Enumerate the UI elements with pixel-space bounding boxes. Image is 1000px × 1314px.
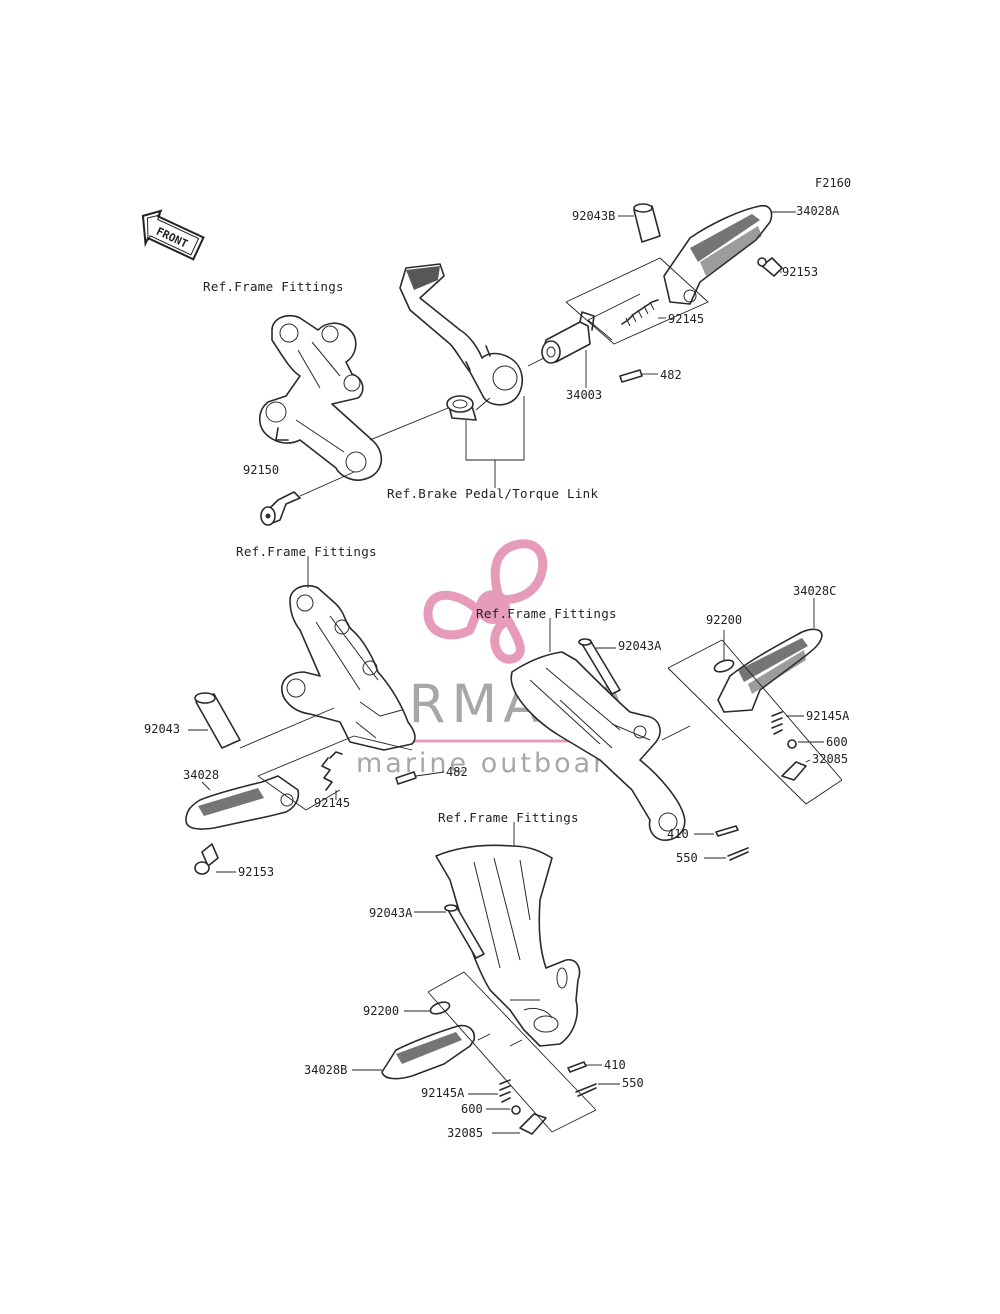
cotter-482-a <box>619 369 643 383</box>
reference-label: Ref.Brake Pedal/Torque Link <box>387 486 598 501</box>
footpeg-34028B <box>381 1024 476 1080</box>
part-number-label: 600 <box>826 735 848 749</box>
part-number-label: 92043A <box>369 906 413 920</box>
part-number-label: 92043B <box>572 209 615 223</box>
part-number-label: 92200 <box>363 1004 399 1018</box>
part-number-label: 34003 <box>566 388 602 402</box>
part-number-labels: 92043B 34028A 92153 92145 482 34003 92150 92043… <box>144 204 850 1140</box>
pivot-34003 <box>541 311 595 364</box>
part-number-label: 410 <box>667 827 689 841</box>
spring-92145-a <box>621 299 659 327</box>
footpeg-34028A <box>663 204 773 305</box>
part-number-label: 32085 <box>447 1126 483 1140</box>
part-number-label: 92145 <box>668 312 704 326</box>
stopper-92153-b <box>194 843 219 875</box>
part-number-label: 482 <box>660 368 682 382</box>
reference-label: Ref.Frame Fittings <box>476 606 617 621</box>
detent-32085-a <box>781 761 807 781</box>
pin-410-b <box>567 1061 587 1073</box>
part-number-label: 550 <box>676 851 698 865</box>
footpeg-34028 <box>185 775 300 830</box>
propeller-icon <box>423 539 548 664</box>
part-number-label: 92043A <box>618 639 662 653</box>
part-number-label: 92145A <box>806 709 850 723</box>
reference-label: Ref.Frame Fittings <box>236 544 377 559</box>
spring-92145-b <box>321 751 343 791</box>
stopper-92153-a <box>757 257 783 277</box>
part-number-label: 34028 <box>183 768 219 782</box>
pin-92043A-a <box>578 638 621 695</box>
propeller-hub <box>476 590 510 624</box>
footrest-bracket-mid-right <box>510 651 686 841</box>
reference-label: Ref.Frame Fittings <box>203 279 344 294</box>
reference-label: Ref.Frame Fittings <box>438 810 579 825</box>
cotter-550-b <box>575 1083 597 1097</box>
pin-92043A-b <box>444 904 485 959</box>
footpeg-34028C <box>717 628 823 713</box>
part-number-label: 32085 <box>812 752 848 766</box>
part-number-label: 550 <box>622 1076 644 1090</box>
footrest-bracket-bottom <box>435 844 581 1047</box>
bushing <box>446 395 477 421</box>
washer-92200-a <box>713 659 735 673</box>
ball-600-b <box>511 1105 521 1115</box>
part-number-label: 92153 <box>782 265 818 279</box>
bolt-92150 <box>260 491 301 526</box>
footrest-bracket-mid-left <box>281 584 416 751</box>
part-number-label: 600 <box>461 1102 483 1116</box>
brake-pedal <box>399 263 523 406</box>
diagram-code: F2160 <box>815 176 851 190</box>
part-number-label: 34028A <box>796 204 840 218</box>
pin-410-a <box>715 825 739 837</box>
spring-92145A-a <box>771 711 783 735</box>
part-number-label: 410 <box>604 1058 626 1072</box>
part-number-label: 92043 <box>144 722 180 736</box>
part-number-label: 34028C <box>793 584 836 598</box>
pin-92043 <box>194 692 241 749</box>
cotter-550-a <box>727 847 749 861</box>
detent-32085-b <box>519 1113 547 1135</box>
pin-92043B <box>633 203 661 243</box>
part-number-label: 92145A <box>421 1086 465 1100</box>
ball-600-a <box>787 739 797 749</box>
part-number-label: 92145 <box>314 796 350 810</box>
part-number-label: 92150 <box>243 463 279 477</box>
front-arrow-icon: FRONT <box>141 209 205 261</box>
part-number-label: 482 <box>446 765 468 779</box>
spring-92145A-b <box>499 1079 511 1103</box>
part-number-label: 92200 <box>706 613 742 627</box>
cotter-482-b <box>395 771 417 785</box>
footrest-bracket-top <box>258 314 383 481</box>
part-number-label: 92153 <box>238 865 274 879</box>
part-number-label: 34028B <box>304 1063 347 1077</box>
